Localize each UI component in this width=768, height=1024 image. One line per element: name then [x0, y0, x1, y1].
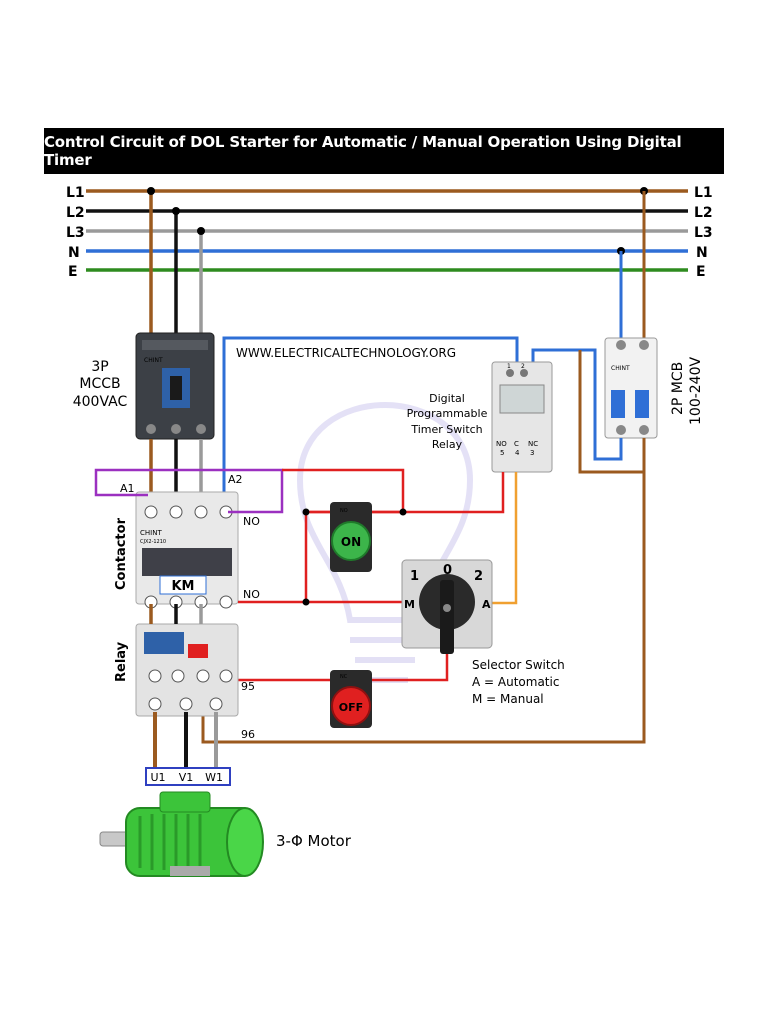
selector-labels: 1 0 2 M A — [404, 563, 491, 611]
svg-text:3P: 3P — [91, 359, 108, 375]
neutral-to-timer — [222, 336, 519, 505]
supply-lines — [86, 189, 688, 272]
label-l1-right: L1 — [694, 185, 713, 201]
motor-label: 3-Φ Motor — [276, 832, 352, 850]
label-e-right: E — [696, 264, 706, 280]
timer-relay: 1 2 NO C NC 5 4 3 — [491, 361, 553, 473]
mcb-2p-breaker: CHINT — [604, 337, 658, 439]
svg-text:M = Manual: M = Manual — [472, 692, 544, 706]
svg-text:V1: V1 — [179, 771, 194, 784]
mccb-label: 3P MCCB 400VAC — [73, 359, 128, 410]
three-phase-motor — [99, 791, 264, 877]
svg-text:3: 3 — [530, 449, 534, 457]
svg-text:NO: NO — [340, 508, 348, 514]
mccb-breaker: CHINT — [135, 332, 215, 440]
svg-text:0: 0 — [443, 563, 452, 578]
label-n-right: N — [696, 245, 708, 261]
contactor-to-relay — [149, 604, 203, 624]
label-l2-left: L2 — [66, 205, 85, 221]
svg-text:MCCB: MCCB — [79, 376, 120, 392]
svg-text:Timer Switch: Timer Switch — [410, 423, 482, 436]
label-e-left: E — [68, 264, 78, 280]
diagram-title: Control Circuit of DOL Starter for Autom… — [44, 128, 724, 174]
timer-label: Digital Programmable Timer Switch Relay — [407, 392, 488, 451]
coil-a1-label: A1 — [120, 482, 135, 495]
svg-text:Relay: Relay — [432, 438, 463, 451]
label-l2-right: L2 — [694, 205, 713, 221]
svg-text:2P MCB: 2P MCB — [670, 362, 686, 415]
svg-text:1: 1 — [507, 363, 511, 370]
coil-a1-wire — [94, 468, 284, 514]
off-button[interactable]: OFF NC — [330, 670, 372, 728]
motor-terminals: U1 V1 W1 — [145, 767, 231, 786]
label-l3-left: L3 — [66, 225, 85, 241]
svg-text:NC: NC — [528, 440, 538, 448]
relay-label: Relay — [114, 641, 129, 682]
relay-to-motor — [153, 712, 218, 770]
mcb-2p-label: 2P MCB 100-240V — [670, 357, 704, 425]
svg-text:CHINT: CHINT — [140, 529, 162, 537]
svg-text:Programmable: Programmable — [407, 407, 488, 420]
mcb-n-output — [531, 348, 623, 461]
contactor-label: Contactor — [114, 517, 129, 590]
selector-switch[interactable] — [401, 559, 493, 654]
svg-text:1: 1 — [410, 569, 419, 584]
svg-text:Digital: Digital — [429, 392, 465, 405]
svg-text:M: M — [404, 598, 415, 611]
line-labels-right: L1 L2 L3 N E — [694, 185, 713, 280]
svg-text:Selector Switch: Selector Switch — [472, 658, 565, 672]
svg-text:U1: U1 — [150, 771, 165, 784]
on-button[interactable]: ON NO — [330, 502, 372, 572]
svg-text:W1: W1 — [205, 771, 223, 784]
aux-no-bottom: NO — [243, 588, 260, 601]
svg-text:400VAC: 400VAC — [73, 394, 128, 410]
svg-text:ON: ON — [341, 535, 361, 549]
svg-text:A = Automatic: A = Automatic — [472, 675, 559, 689]
selector-caption: Selector Switch A = Automatic M = Manual — [472, 658, 565, 706]
contactor-km-tag: KM — [171, 579, 194, 594]
mccb-feeds — [149, 191, 203, 335]
junction-dots — [147, 187, 648, 255]
svg-text:OFF: OFF — [339, 701, 363, 714]
svg-text:100-240V: 100-240V — [688, 357, 704, 425]
coil-a2-label: A2 — [228, 473, 243, 486]
label-l3-right: L3 — [694, 225, 713, 241]
svg-text:5: 5 — [500, 449, 504, 457]
line-labels-left: L1 L2 L3 N E — [66, 185, 85, 280]
svg-text:CHINT: CHINT — [144, 357, 163, 364]
svg-text:NC: NC — [340, 674, 348, 680]
svg-text:C: C — [514, 440, 519, 448]
svg-text:CJX2-1210: CJX2-1210 — [140, 539, 166, 545]
svg-text:2: 2 — [521, 363, 525, 370]
svg-text:NO: NO — [496, 440, 507, 448]
svg-text:A: A — [482, 598, 491, 611]
svg-text:4: 4 — [515, 449, 520, 457]
aux-no-top: NO — [243, 515, 260, 528]
overload-relay — [135, 623, 239, 717]
timer-common-wire — [490, 472, 518, 605]
svg-text:CHINT: CHINT — [611, 365, 630, 372]
website-watermark: WWW.ELECTRICALTECHNOLOGY.ORG — [236, 346, 456, 360]
relay-95-label: 95 — [241, 680, 255, 693]
control-junctions — [302, 508, 407, 606]
contactor: CHINT CJX2-1210 KM — [135, 491, 239, 609]
label-l1-left: L1 — [66, 185, 85, 201]
control-wiring — [236, 468, 449, 682]
svg-text:2: 2 — [474, 569, 483, 584]
relay-96-label: 96 — [241, 728, 255, 741]
timer-supply-brown — [578, 350, 644, 474]
label-n-left: N — [68, 245, 80, 261]
